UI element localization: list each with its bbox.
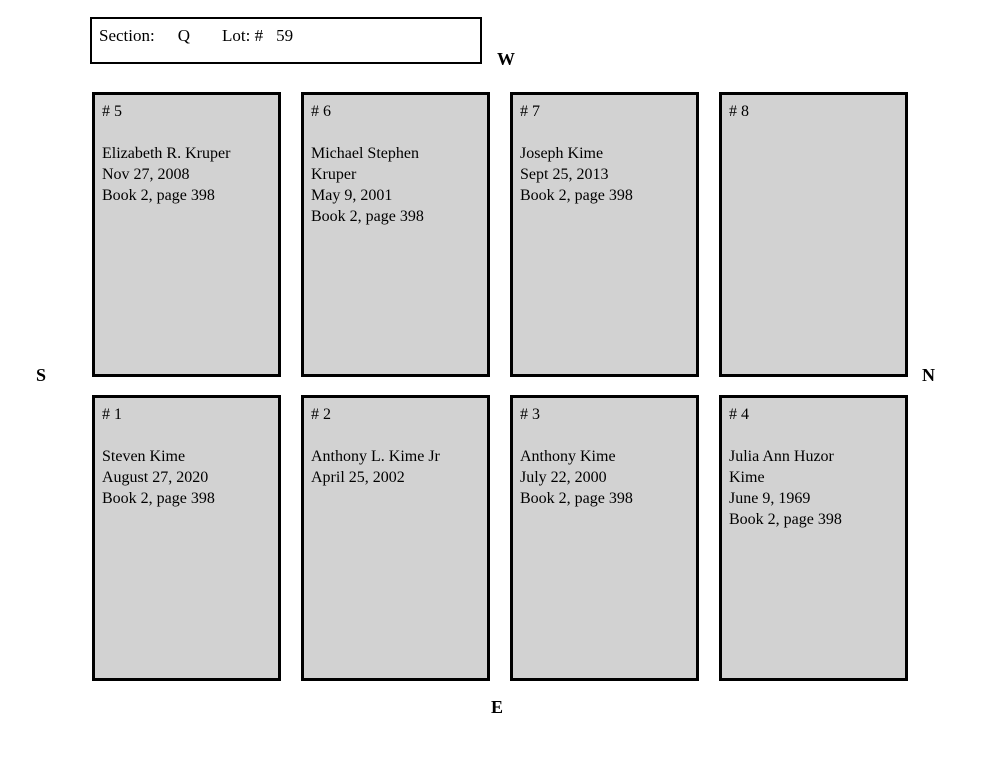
plot-book-ref: Book 2, page 398 — [729, 511, 842, 528]
plot-date: April 25, 2002 — [311, 469, 405, 486]
plot-number: # 5 — [102, 103, 122, 120]
plot-name: Anthony L. Kime Jr — [311, 448, 440, 465]
lot-label: Lot: # — [222, 26, 264, 45]
plot-name: Michael Stephen Kruper — [311, 145, 419, 183]
compass-north-label: N — [922, 365, 935, 385]
plot-date: June 9, 1969 — [729, 490, 811, 507]
plot-number: # 1 — [102, 406, 122, 423]
plot-box-3: # 3 Anthony Kime July 22, 2000 Book 2, p… — [510, 395, 699, 681]
lot-value: 59 — [276, 26, 294, 45]
plot-grid: # 5 Elizabeth R. Kruper Nov 27, 2008 Boo… — [92, 92, 908, 681]
plot-name: Steven Kime — [102, 448, 186, 465]
plot-book-ref: Book 2, page 398 — [311, 208, 424, 225]
plot-name: Julia Ann Huzor Kime — [729, 448, 834, 486]
plot-date: August 27, 2020 — [102, 469, 209, 486]
plot-box-4: # 4 Julia Ann Huzor Kime June 9, 1969 Bo… — [719, 395, 908, 681]
plot-date: July 22, 2000 — [520, 469, 607, 486]
plot-book-ref: Book 2, page 398 — [520, 187, 633, 204]
plot-book-ref: Book 2, page 398 — [520, 490, 633, 507]
compass-east-label: E — [491, 697, 504, 717]
plot-name: Joseph Kime — [520, 145, 604, 162]
plot-box-6: # 6 Michael Stephen Kruper May 9, 2001 B… — [301, 92, 490, 377]
plot-name: Elizabeth R. Kruper — [102, 145, 231, 162]
compass-west-label: W — [497, 49, 515, 69]
section-lot-header: Section: Q Lot: # 59 — [90, 17, 482, 64]
plot-box-8: # 8 — [719, 92, 908, 377]
plot-date: Sept 25, 2013 — [520, 166, 609, 183]
plot-box-1: # 1 Steven Kime August 27, 2020 Book 2, … — [92, 395, 281, 681]
plot-date: Nov 27, 2008 — [102, 166, 190, 183]
plot-number: # 6 — [311, 103, 331, 120]
section-value: Q — [177, 26, 190, 45]
plot-name: Anthony Kime — [520, 448, 616, 465]
plot-date: May 9, 2001 — [311, 187, 393, 204]
plot-number: # 7 — [520, 103, 540, 120]
plot-number: # 2 — [311, 406, 331, 423]
plot-number: # 3 — [520, 406, 540, 423]
plot-book-ref: Book 2, page 398 — [102, 187, 215, 204]
plot-number: # 4 — [729, 406, 749, 423]
compass-south-label: S — [36, 365, 47, 385]
plot-box-2: # 2 Anthony L. Kime Jr April 25, 2002 — [301, 395, 490, 681]
plot-number: # 8 — [729, 103, 749, 120]
plot-book-ref: Book 2, page 398 — [102, 490, 215, 507]
section-label: Section: — [99, 26, 155, 45]
plot-box-5: # 5 Elizabeth R. Kruper Nov 27, 2008 Boo… — [92, 92, 281, 377]
plot-box-7: # 7 Joseph Kime Sept 25, 2013 Book 2, pa… — [510, 92, 699, 377]
